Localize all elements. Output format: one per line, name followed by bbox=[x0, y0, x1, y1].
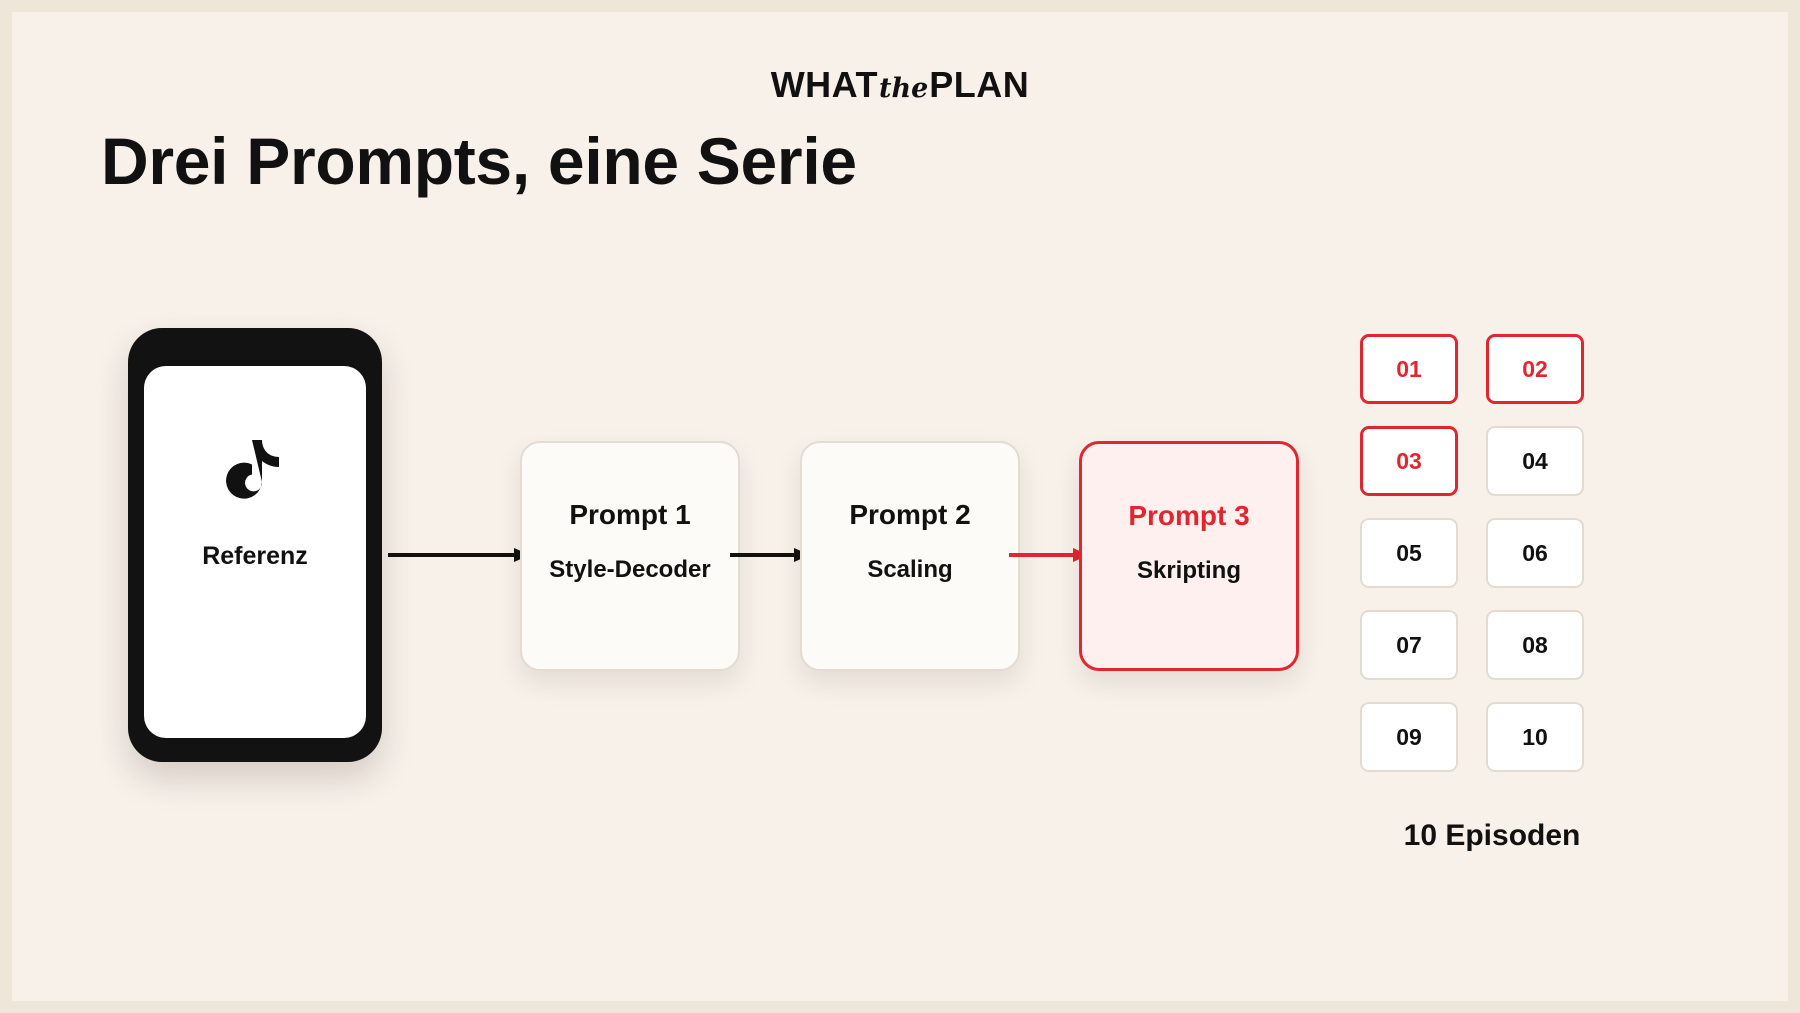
episode-06: 06 bbox=[1486, 518, 1584, 588]
reference-phone: Referenz bbox=[128, 328, 382, 762]
arrow-reference-to-prompt-1 bbox=[388, 548, 530, 562]
phone-screen: Referenz bbox=[144, 366, 366, 738]
prompt-subtitle: Style-Decoder bbox=[549, 556, 711, 583]
episode-07: 07 bbox=[1360, 610, 1458, 680]
brand-plan: PLAN bbox=[929, 64, 1030, 105]
brand-logo: WHATthePLAN bbox=[12, 64, 1788, 106]
episode-02: 02 bbox=[1486, 334, 1584, 404]
tiktok-icon bbox=[225, 436, 285, 509]
episode-08: 08 bbox=[1486, 610, 1584, 680]
episode-05: 05 bbox=[1360, 518, 1458, 588]
prompt-subtitle: Scaling bbox=[867, 556, 953, 583]
episode-10: 10 bbox=[1486, 702, 1584, 772]
reference-label: Referenz bbox=[202, 542, 308, 570]
episode-04: 04 bbox=[1486, 426, 1584, 496]
page-title: Drei Prompts, eine Serie bbox=[101, 124, 857, 198]
episode-01: 01 bbox=[1360, 334, 1458, 404]
prompt-card-1: Prompt 1 Style-Decoder bbox=[520, 441, 740, 671]
prompt-card-2: Prompt 2 Scaling bbox=[800, 441, 1020, 671]
prompt-name: Prompt 2 bbox=[849, 499, 971, 530]
episodes-caption: 10 Episoden bbox=[1403, 819, 1581, 852]
brand-the: the bbox=[879, 73, 929, 104]
episode-03: 03 bbox=[1360, 426, 1458, 496]
brand-what: WHAT bbox=[770, 64, 878, 105]
prompt-subtitle: Skripting bbox=[1136, 557, 1241, 584]
slide: WHATthePLAN Drei Prompts, eine Serie Ref… bbox=[12, 12, 1788, 1001]
prompt-card-3: Prompt 3 Skripting bbox=[1079, 441, 1299, 671]
episode-09: 09 bbox=[1360, 702, 1458, 772]
prompt-name: Prompt 1 bbox=[569, 499, 691, 530]
prompt-name: Prompt 3 bbox=[1128, 500, 1250, 531]
